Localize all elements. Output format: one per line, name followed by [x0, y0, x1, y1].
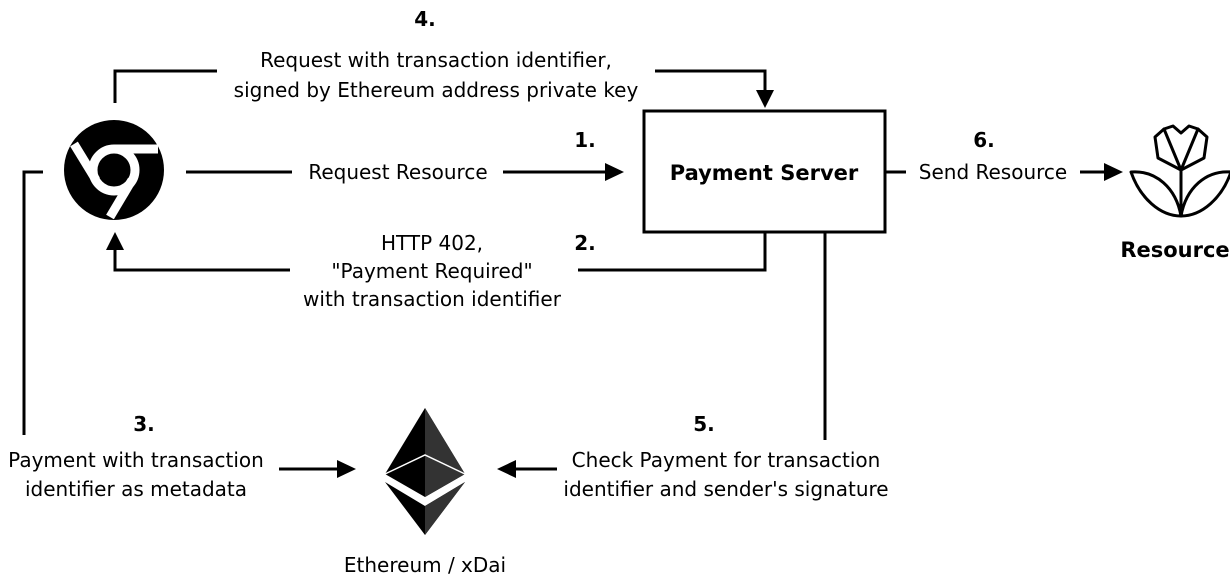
step6-number: 6.	[973, 128, 995, 152]
step5-number: 5.	[693, 412, 715, 436]
step2-label-line2: "Payment Required"	[331, 259, 532, 283]
step2-arrowhead	[106, 232, 124, 250]
chrome-browser-icon	[64, 120, 164, 220]
step3-connector	[22, 170, 43, 435]
step1-number: 1.	[574, 128, 596, 152]
step2-connector-left	[113, 248, 290, 272]
step4-arrowhead	[756, 90, 774, 108]
step1-label: Request Resource	[308, 160, 487, 184]
payment-server-label: Payment Server	[670, 161, 859, 185]
resource-label: Resource	[1120, 238, 1229, 262]
step2-label-line3: with transaction identifier	[303, 287, 562, 311]
step2-connector	[578, 233, 767, 272]
ethereum-label: Ethereum / xDai	[344, 553, 506, 577]
step5-label-line1: Check Payment for transaction	[572, 448, 881, 472]
tulip-flower-icon	[1129, 124, 1230, 218]
step4-label-line2: signed by Ethereum address private key	[234, 78, 639, 102]
step2-number: 2.	[574, 231, 596, 255]
step4-connector-left	[113, 69, 217, 103]
step4-number: 4.	[414, 7, 436, 31]
step5-arrowhead	[497, 460, 516, 478]
step6-arrowhead	[1104, 163, 1123, 181]
step3-arrowhead	[337, 460, 356, 478]
step6-label: Send Resource	[919, 160, 1067, 184]
step3-label-line2: identifier as metadata	[25, 477, 247, 501]
ethereum-icon	[384, 408, 466, 535]
step4-connector-right	[655, 69, 767, 92]
step2-label-line1: HTTP 402,	[381, 231, 483, 255]
step1-arrowhead	[605, 163, 624, 181]
step3-number: 3.	[133, 412, 155, 436]
step4-label-line1: Request with transaction identifier,	[260, 48, 612, 72]
step3-label-line1: Payment with transaction	[8, 448, 264, 472]
step5-label-line2: identifier and sender's signature	[563, 477, 888, 501]
payment-server-box	[642, 109, 887, 234]
